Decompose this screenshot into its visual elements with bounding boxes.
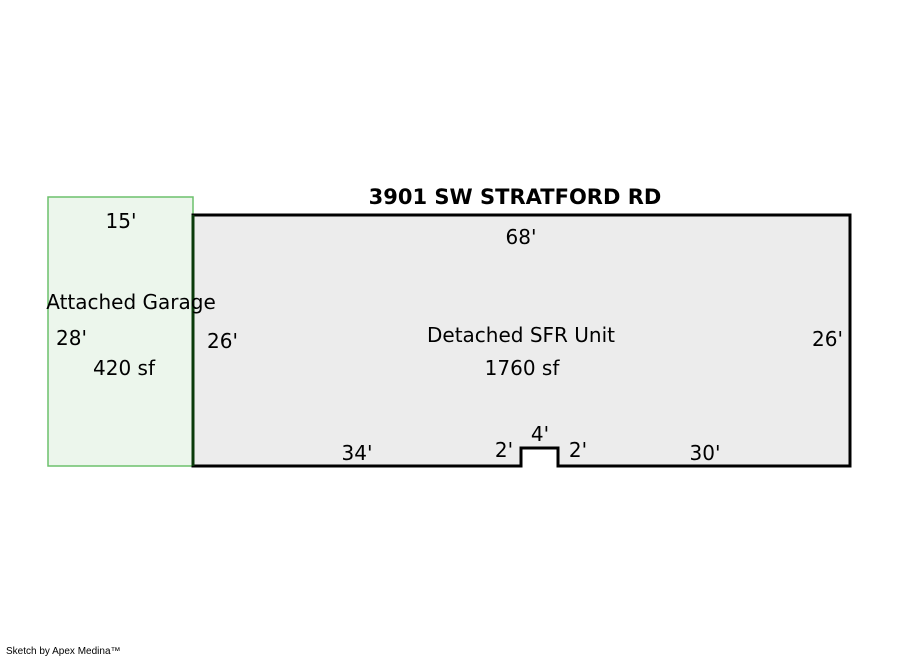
house-top-dimension: 68' bbox=[506, 225, 537, 249]
house-area-label: 1760 sf bbox=[485, 356, 561, 380]
notch-top-dimension: 4' bbox=[531, 422, 549, 446]
garage-left-dimension: 28' bbox=[56, 326, 87, 350]
garage-area-label: 420 sf bbox=[93, 356, 156, 380]
house-name: Detached SFR Unit bbox=[427, 323, 615, 347]
property-address: 3901 SW STRATFORD RD bbox=[369, 185, 662, 209]
notch-right-dimension: 2' bbox=[569, 438, 587, 462]
house-bottom-left-dimension: 34' bbox=[342, 441, 373, 465]
house-right-dimension: 26' bbox=[812, 327, 843, 351]
garage-top-dimension: 15' bbox=[106, 209, 137, 233]
garage-name: Attached Garage bbox=[46, 290, 216, 314]
sketch-credit: Sketch by Apex Medina™ bbox=[6, 646, 121, 657]
house-outline bbox=[191, 213, 852, 468]
house-left-dimension: 26' bbox=[207, 329, 238, 353]
garage-area bbox=[47, 196, 194, 467]
house-bottom-right-dimension: 30' bbox=[690, 441, 721, 465]
notch-left-dimension: 2' bbox=[495, 438, 513, 462]
